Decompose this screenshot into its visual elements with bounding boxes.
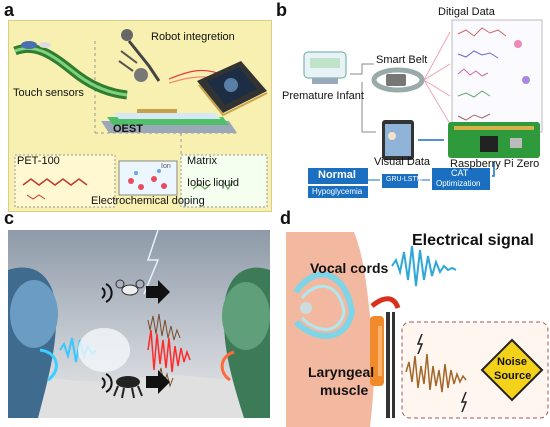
matrix-label: Matrix bbox=[187, 155, 217, 167]
red-waveform bbox=[147, 329, 191, 373]
panel-c-illustration bbox=[8, 230, 270, 418]
panel-d-illustration bbox=[286, 232, 549, 427]
cat-optimization-label: Optimization bbox=[436, 179, 481, 188]
panel-b: Ditigal Data Smart Belt Premature Infant… bbox=[282, 4, 550, 200]
raspberry-pi-board bbox=[448, 122, 540, 158]
sound-wave-icon-bottom bbox=[101, 373, 113, 393]
digital-data-charts bbox=[451, 19, 543, 133]
raspberry-pi-label: Raspberry Pi Zero bbox=[450, 158, 540, 170]
panel-b-illustration bbox=[303, 19, 543, 198]
electrochemical-doping-label: Electrochemical doping bbox=[91, 195, 205, 207]
panel-c bbox=[8, 230, 270, 418]
laryngeal-muscle-label-line2: muscle bbox=[320, 382, 369, 398]
digital-data-label: Ditigal Data bbox=[438, 6, 495, 18]
drone-top bbox=[115, 279, 145, 296]
electrolyte-cell bbox=[118, 160, 178, 196]
premature-infant-label: Premature Infant bbox=[282, 90, 364, 102]
laryngeal-muscle-label-line1: Laryngeal bbox=[308, 364, 375, 380]
vocal-cords-label: Vocal cords bbox=[310, 260, 389, 276]
processor-chip bbox=[197, 61, 268, 117]
lightning-bolt bbox=[143, 230, 160, 295]
ionic-liquid-label: Iobic liquid bbox=[187, 177, 239, 189]
arrow-right-icon-bottom bbox=[146, 370, 170, 394]
noise-waveform bbox=[405, 353, 467, 393]
panel-a-letter: a bbox=[4, 0, 15, 20]
noise-source-sign bbox=[480, 338, 544, 402]
panel-a-illustration bbox=[13, 29, 268, 208]
noise-source-label-line1: Noise bbox=[497, 356, 527, 368]
electrical-signal-waveform bbox=[391, 245, 457, 287]
pet100-structure bbox=[22, 178, 88, 186]
noise-source-label-line2: Source bbox=[494, 370, 532, 382]
sound-wave-icon-top bbox=[101, 283, 113, 303]
ion-tag: Ion bbox=[161, 163, 171, 170]
incubator bbox=[303, 51, 347, 84]
robot-dog bbox=[113, 376, 143, 399]
right-head bbox=[220, 267, 270, 418]
left-head bbox=[8, 267, 58, 418]
touch-sensors-label: Touch sensors bbox=[13, 87, 84, 99]
smart-belt-label: Smart Belt bbox=[376, 54, 428, 66]
hypoglycemia-box bbox=[308, 186, 368, 198]
visual-data-device bbox=[382, 120, 414, 160]
gru-lstm-box bbox=[382, 174, 418, 188]
pet100-label: PET-100 bbox=[17, 155, 60, 167]
normal-label: Normal bbox=[318, 169, 356, 181]
panel-c-letter: c bbox=[4, 208, 15, 228]
matrix-box bbox=[180, 154, 268, 208]
normal-box bbox=[308, 168, 368, 184]
panel-d: Electrical signal Vocal cords Laryngeal … bbox=[286, 222, 550, 427]
visual-data-label: Visual Data bbox=[374, 156, 431, 168]
arrow-right-icon-top bbox=[146, 280, 170, 304]
panel-a: Robot integretion Touch sensors OEST PET… bbox=[8, 20, 272, 212]
cat-optimization-box bbox=[432, 168, 490, 190]
gru-lstm-label: GRU-LSTM bbox=[386, 176, 423, 183]
electrical-signal-title: Electrical signal bbox=[412, 232, 534, 249]
matrix-structure bbox=[192, 180, 234, 191]
vocal-cords-image bbox=[293, 271, 356, 339]
robot-hand bbox=[118, 29, 161, 82]
cat-label: CAT bbox=[451, 168, 469, 178]
panel-d-letter: d bbox=[280, 208, 291, 228]
oest-device bbox=[101, 109, 237, 133]
panel-b-letter: b bbox=[276, 0, 287, 20]
curved-arrow-icon bbox=[370, 296, 401, 309]
smart-belt-image bbox=[371, 67, 425, 93]
oest-label: OEST bbox=[113, 123, 143, 135]
sensor-electrode bbox=[21, 41, 37, 49]
hypoglycemia-label: Hypoglycemia bbox=[312, 187, 363, 196]
robot-integration-label: Robot integretion bbox=[151, 31, 235, 43]
